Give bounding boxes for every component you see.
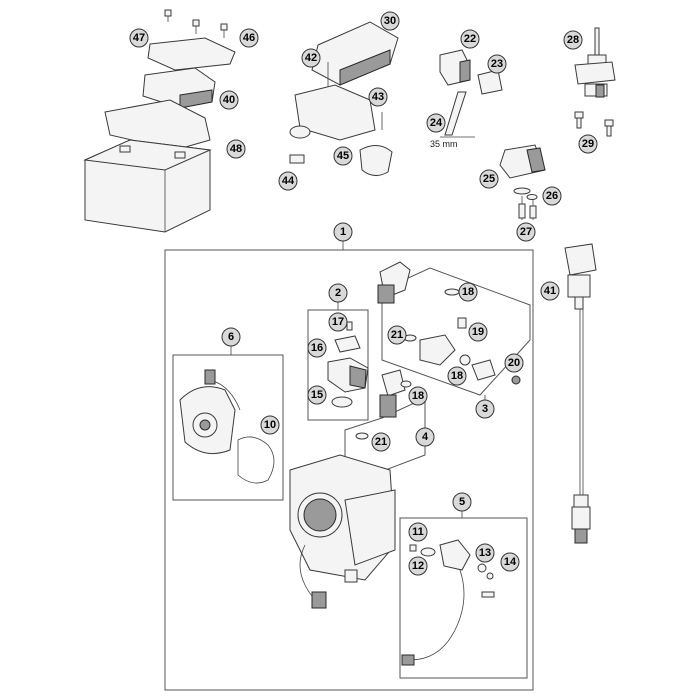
svg-text:27: 27: [520, 226, 532, 238]
throttle-body: [289, 454, 396, 609]
callout-42: 42: [301, 48, 321, 68]
svg-text:21: 21: [391, 329, 403, 341]
callout-21-b: 21: [371, 432, 391, 452]
callout-24: 24: [426, 113, 446, 133]
callout-23: 23: [487, 54, 507, 74]
throttle-sensor-6: [179, 369, 275, 484]
svg-text:24: 24: [430, 117, 443, 129]
callout-3: 3: [475, 399, 495, 419]
svg-text:30: 30: [384, 15, 396, 27]
callout-17: 17: [328, 312, 348, 332]
svg-text:14: 14: [504, 556, 517, 568]
svg-text:5: 5: [459, 496, 465, 508]
callout-18-a: 18: [458, 282, 478, 302]
svg-text:18: 18: [451, 370, 463, 382]
callout-5: 5: [452, 492, 472, 512]
dimension-label: 35 mm: [430, 139, 458, 149]
callout-28: 28: [563, 30, 583, 50]
svg-text:12: 12: [412, 560, 424, 572]
callout-29: 29: [578, 134, 598, 154]
svg-text:10: 10: [264, 419, 276, 431]
callout-11: 11: [408, 522, 428, 542]
svg-text:25: 25: [483, 173, 495, 185]
callout-13: 13: [475, 543, 495, 563]
svg-text:23: 23: [491, 58, 503, 70]
svg-text:47: 47: [133, 32, 145, 44]
svg-text:6: 6: [228, 331, 234, 343]
callout-43: 43: [368, 87, 388, 107]
callout-20: 20: [504, 353, 524, 373]
svg-text:21: 21: [375, 436, 387, 448]
callout-18-b: 18: [447, 366, 467, 386]
svg-text:20: 20: [508, 357, 520, 369]
callout-1: 1: [333, 222, 353, 242]
svg-text:15: 15: [311, 389, 323, 401]
callout-30: 30: [380, 11, 400, 31]
sensor-parts: 35 mm: [430, 27, 616, 220]
svg-text:26: 26: [546, 190, 558, 202]
callout-21-a: 21: [387, 325, 407, 345]
callout-44: 44: [278, 171, 298, 191]
callout-27: 27: [516, 222, 536, 242]
svg-text:3: 3: [482, 403, 488, 415]
svg-text:40: 40: [223, 94, 235, 106]
callout-15: 15: [307, 385, 327, 405]
sensor-group-5: [401, 539, 495, 666]
svg-text:19: 19: [472, 326, 484, 338]
callout-6: 6: [221, 327, 241, 347]
subgroup-6-frame: [172, 354, 284, 501]
callout-12: 12: [408, 556, 428, 576]
callout-46: 46: [239, 28, 259, 48]
callout-41: 41: [540, 281, 560, 301]
callout-10: 10: [260, 415, 280, 435]
svg-text:22: 22: [464, 33, 476, 45]
svg-text:45: 45: [337, 150, 349, 162]
subgroup-5-frame: [399, 517, 528, 679]
callout-16: 16: [307, 338, 327, 358]
injector-group-3: [377, 261, 521, 385]
svg-text:48: 48: [230, 143, 242, 155]
svg-text:16: 16: [311, 342, 323, 354]
cable-harness-41: [564, 243, 597, 544]
svg-text:28: 28: [567, 34, 579, 46]
svg-text:13: 13: [479, 547, 491, 559]
callout-45: 45: [333, 146, 353, 166]
callout-19: 19: [468, 322, 488, 342]
svg-text:43: 43: [372, 91, 384, 103]
svg-text:18: 18: [462, 286, 474, 298]
throttle-body-frame: [164, 249, 534, 691]
svg-text:17: 17: [332, 316, 344, 328]
svg-text:29: 29: [582, 138, 594, 150]
svg-text:44: 44: [282, 175, 295, 187]
svg-text:41: 41: [544, 285, 556, 297]
svg-text:4: 4: [422, 431, 429, 443]
svg-text:18: 18: [412, 390, 424, 402]
svg-text:46: 46: [243, 32, 255, 44]
callout-40: 40: [219, 90, 239, 110]
sensor-group-2: [327, 321, 369, 408]
injector-group-4: [355, 369, 412, 440]
callout-18-c: 18: [408, 386, 428, 406]
callout-2: 2: [328, 283, 348, 303]
callout-48: 48: [226, 139, 246, 159]
callout-14: 14: [500, 552, 520, 572]
control-unit-assembly: [289, 21, 399, 176]
subgroup-3-frame: [381, 267, 531, 396]
callout-22: 22: [460, 29, 480, 49]
callout-47: 47: [129, 28, 149, 48]
svg-text:1: 1: [340, 226, 346, 238]
callout-26: 26: [542, 186, 562, 206]
svg-text:2: 2: [335, 287, 341, 299]
svg-text:11: 11: [412, 526, 424, 538]
battery-assembly: [83, 9, 236, 233]
callout-25: 25: [479, 169, 499, 189]
svg-text:42: 42: [305, 52, 317, 64]
callout-4: 4: [415, 427, 435, 447]
